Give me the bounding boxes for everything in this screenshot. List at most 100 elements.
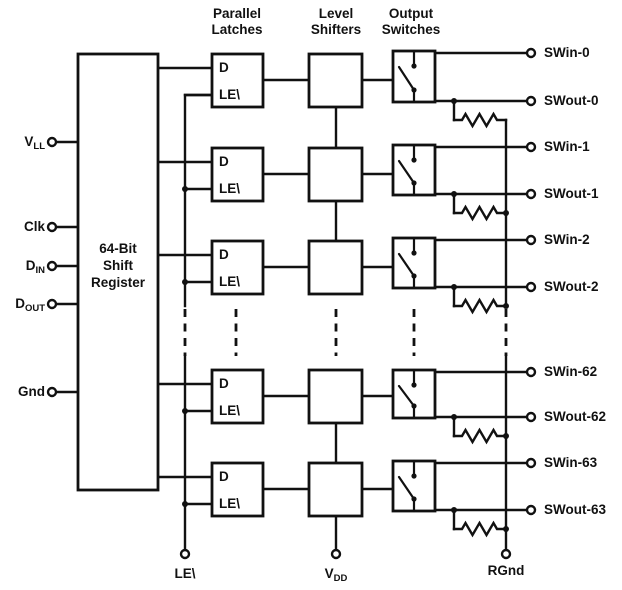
- swout-label: SWout-63: [544, 502, 607, 517]
- pin-label-vdd: VDD: [306, 566, 366, 587]
- pin-base: Clk: [23, 219, 45, 234]
- shift-register-line: Register: [90, 275, 146, 290]
- latch-le-label: LE\: [219, 181, 241, 196]
- pin-label-dout: DOUT: [0, 296, 45, 317]
- swout-label: SWout-1: [544, 186, 599, 201]
- level-shifter-box: [307, 239, 364, 296]
- pin-label-rgnd: RGnd: [487, 563, 525, 578]
- latch-le-label: LE\: [219, 403, 241, 418]
- latch-box: [210, 461, 265, 518]
- vll-terminal: [46, 136, 58, 148]
- pin-base: D: [25, 258, 36, 273]
- swout-terminal: [525, 281, 537, 293]
- latch-d-label: D: [219, 60, 229, 75]
- row-wires: [156, 51, 529, 122]
- latch-d-label: D: [219, 154, 229, 169]
- shift-register-box: [76, 52, 160, 492]
- channel-row-2: [156, 234, 537, 315]
- header-output-switches: Output Switches: [361, 6, 461, 37]
- switch-contact-dot: [411, 87, 417, 93]
- row-wires: [156, 238, 529, 308]
- row-wires: [156, 461, 529, 531]
- swin-terminal: [525, 141, 537, 153]
- dout-terminal: [46, 298, 58, 310]
- channel-row-62: [156, 366, 537, 445]
- swin-label: SWin-0: [544, 45, 590, 60]
- pin-label-din: DIN: [0, 258, 45, 279]
- junction-dot: [503, 210, 509, 216]
- level-shifter-box: [307, 461, 364, 518]
- swout-label: SWout-62: [544, 409, 607, 424]
- switch-contact-dot: [411, 403, 417, 409]
- rgnd-terminal: [500, 548, 512, 560]
- pulldown-resistor: [452, 204, 508, 222]
- pin-base: V: [24, 134, 34, 149]
- latch-box: [210, 146, 265, 203]
- swout-terminal: [525, 188, 537, 200]
- row-wires: [156, 145, 529, 215]
- pulldown-resistor: [452, 297, 508, 315]
- pulldown-resistor: [452, 427, 508, 445]
- latch-box: [210, 52, 265, 109]
- latch-d-label: D: [219, 469, 229, 484]
- latch-d-label: D: [219, 376, 229, 391]
- switch-contact-dot: [411, 250, 417, 256]
- din-terminal: [46, 260, 58, 272]
- junction-dot: [451, 191, 457, 197]
- channel-row-63: [156, 457, 537, 538]
- swin-label: SWin-62: [544, 364, 598, 379]
- swout-label: SWout-0: [544, 93, 599, 108]
- swout-terminal: [525, 411, 537, 423]
- junction-dot: [451, 98, 457, 104]
- swout-terminal: [525, 504, 537, 516]
- latch-le-label: LE\: [219, 274, 241, 289]
- switch-contact-dot: [411, 273, 417, 279]
- header-line: Output: [388, 6, 434, 21]
- junction-dot: [451, 414, 457, 420]
- row-wires: [156, 370, 529, 438]
- swout-terminal: [525, 95, 537, 107]
- switch-contact-dot: [411, 63, 417, 69]
- clk-terminal: [46, 221, 58, 233]
- header-line: Parallel: [212, 6, 262, 21]
- level-shifter-box: [307, 146, 364, 203]
- header-line: Latches: [211, 21, 263, 37]
- swin-label: SWin-2: [544, 232, 590, 247]
- pin-base: D: [15, 296, 25, 311]
- pin-label-le: LE\: [174, 566, 196, 581]
- pin-base: V: [324, 566, 334, 581]
- switch-contact-dot: [411, 180, 417, 186]
- header-level-shifters: Level Shifters: [286, 6, 386, 37]
- latch-le-label: LE\: [219, 496, 241, 511]
- switch-contact-dot: [411, 473, 417, 479]
- left-pin-wires: [55, 140, 80, 394]
- pin-subscript: IN: [35, 265, 46, 276]
- level-shifter-box: [307, 368, 364, 425]
- junction-dot: [503, 433, 509, 439]
- swin-label: SWin-63: [544, 455, 598, 470]
- junction-dot: [503, 303, 509, 309]
- swin-terminal: [525, 366, 537, 378]
- channel-row-0: [156, 47, 537, 129]
- pin-label-clk: Clk: [0, 219, 45, 235]
- latch-box: [210, 239, 265, 296]
- header-line: Shifters: [310, 21, 362, 37]
- pin-subscript: LL: [33, 141, 45, 152]
- junction-dot: [503, 526, 509, 532]
- le-bus: [182, 93, 214, 552]
- pin-label-vll: VLL: [0, 134, 45, 155]
- pin-subscript: OUT: [24, 303, 45, 314]
- switch-contact-dot: [411, 382, 417, 388]
- swin-terminal: [525, 234, 537, 246]
- pin-base: Gnd: [18, 384, 45, 399]
- swout-label: SWout-2: [544, 279, 599, 294]
- header-parallel-latches: Parallel Latches: [187, 6, 287, 37]
- level-shifter-box: [307, 52, 364, 109]
- junction-dot: [451, 507, 457, 513]
- shift-register-line: 64-Bit: [99, 241, 137, 256]
- latch-le-label: LE\: [219, 87, 241, 102]
- latch-box: [210, 368, 265, 425]
- header-line: Switches: [381, 21, 441, 37]
